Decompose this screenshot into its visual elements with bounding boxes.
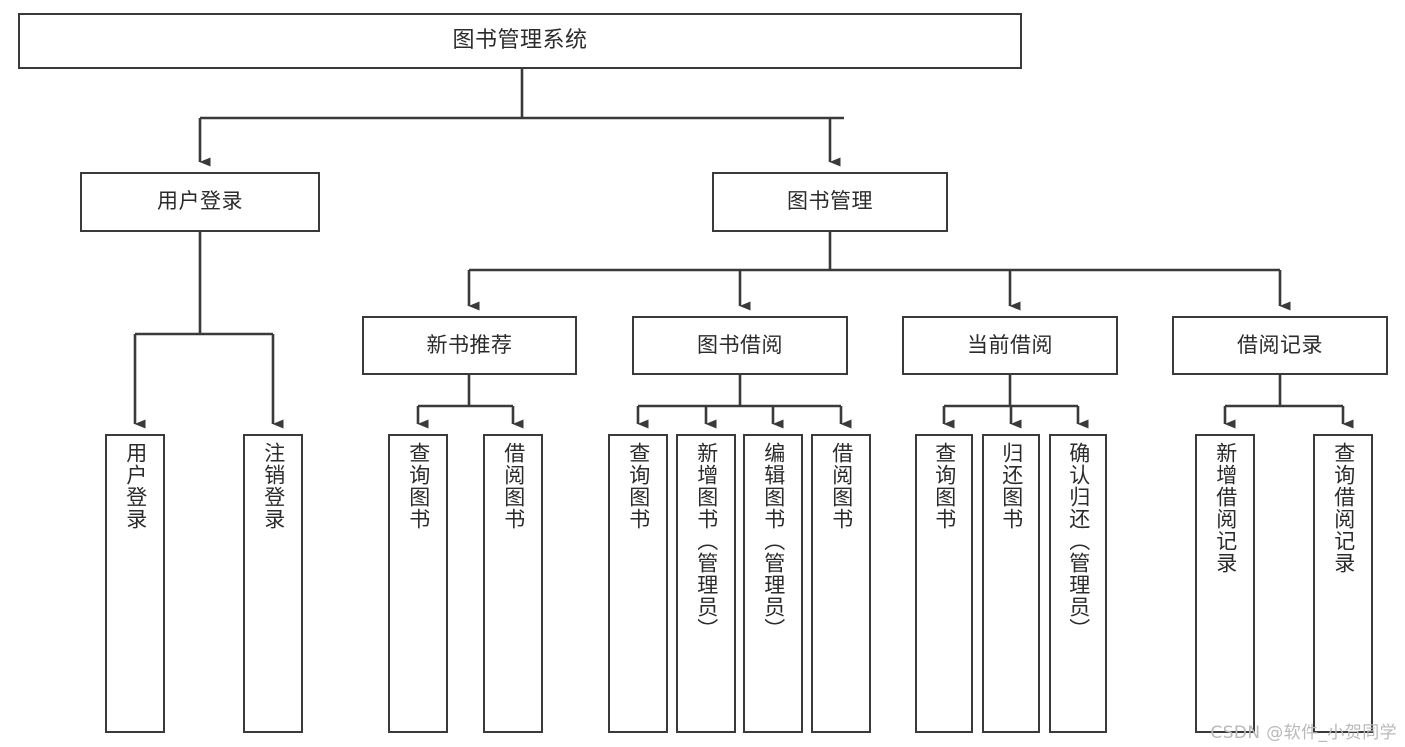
node-new-book-rec-label: 新书推荐 (426, 332, 513, 357)
node-book-manage-label: 图书管理 (787, 189, 873, 214)
node-leaf-bb-edit[interactable]: 编辑图书（管理员） (743, 434, 803, 733)
node-leaf-br-query-label: 查询借阅记录 (1331, 442, 1356, 574)
node-root-label: 图书管理系统 (452, 27, 588, 53)
node-leaf-user-login-label: 用户登录 (123, 442, 148, 530)
node-leaf-bb-borrow-label: 借阅图书 (829, 442, 854, 530)
node-leaf-br-query[interactable]: 查询借阅记录 (1313, 434, 1373, 733)
node-leaf-bb-add[interactable]: 新增图书（管理员） (676, 434, 736, 733)
node-leaf-cb-return-label: 归还图书 (999, 442, 1024, 530)
node-leaf-rec-borrow-label: 借阅图书 (501, 442, 526, 530)
node-leaf-logout-label: 注销登录 (261, 442, 286, 530)
node-leaf-cb-query-label: 查询图书 (932, 442, 957, 530)
node-book-manage[interactable]: 图书管理 (712, 172, 948, 232)
node-root[interactable]: 图书管理系统 (18, 13, 1022, 69)
node-leaf-rec-query[interactable]: 查询图书 (388, 434, 448, 733)
node-borrow-record-label: 借阅记录 (1237, 332, 1323, 357)
node-leaf-bb-query[interactable]: 查询图书 (608, 434, 668, 733)
node-leaf-bb-borrow[interactable]: 借阅图书 (811, 434, 871, 733)
node-leaf-rec-query-label: 查询图书 (406, 442, 431, 530)
node-leaf-bb-query-label: 查询图书 (626, 442, 651, 530)
node-leaf-br-add-label: 新增借阅记录 (1213, 442, 1238, 574)
node-borrow-record[interactable]: 借阅记录 (1172, 316, 1388, 375)
node-leaf-user-login[interactable]: 用户登录 (105, 434, 165, 733)
node-leaf-cb-confirm[interactable]: 确认归还（管理员） (1049, 434, 1107, 733)
watermark: CSDN @软件_小贺同学 (1210, 723, 1397, 743)
node-leaf-cb-return[interactable]: 归还图书 (982, 434, 1040, 733)
node-user-login[interactable]: 用户登录 (80, 172, 320, 232)
node-book-borrow[interactable]: 图书借阅 (632, 316, 848, 375)
node-current-borrow-label: 当前借阅 (967, 332, 1053, 357)
node-current-borrow[interactable]: 当前借阅 (902, 316, 1118, 375)
node-leaf-rec-borrow[interactable]: 借阅图书 (483, 434, 543, 733)
node-book-borrow-label: 图书借阅 (697, 332, 783, 357)
node-user-login-label: 用户登录 (157, 189, 243, 214)
node-leaf-br-add[interactable]: 新增借阅记录 (1195, 434, 1255, 733)
node-leaf-bb-add-label: 新增图书（管理员） (694, 442, 719, 640)
node-leaf-cb-query[interactable]: 查询图书 (915, 434, 973, 733)
node-leaf-logout[interactable]: 注销登录 (243, 434, 303, 733)
node-leaf-bb-edit-label: 编辑图书（管理员） (761, 442, 786, 640)
node-new-book-rec[interactable]: 新书推荐 (362, 316, 577, 375)
node-leaf-cb-confirm-label: 确认归还（管理员） (1066, 442, 1091, 640)
